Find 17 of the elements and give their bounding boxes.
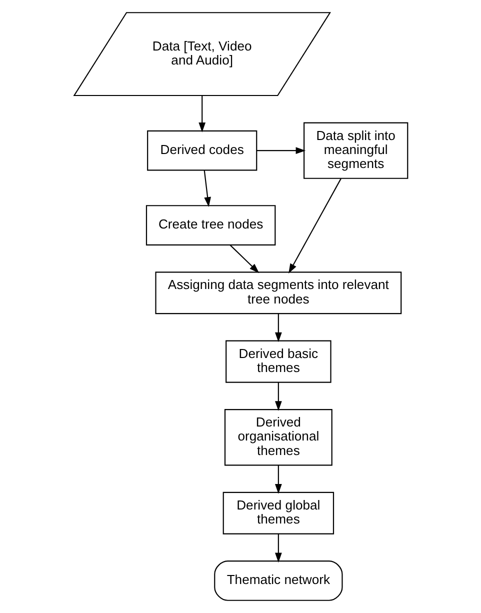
- arrow: [274, 382, 282, 411]
- node-box: Data split into meaningful segments: [303, 122, 408, 179]
- node-box: Derived basic themes: [225, 340, 331, 383]
- arrow: [274, 314, 282, 342]
- arrow: [198, 96, 206, 132]
- node-box: Derived organisational themes: [224, 409, 332, 466]
- node-box: Create tree nodes: [145, 205, 276, 246]
- node-box: Derived global themes: [222, 492, 334, 534]
- arrow: [288, 178, 341, 274]
- node-box: Assigning data segments into relevant tree nodes: [154, 272, 402, 314]
- arrow: [274, 465, 282, 494]
- node-box: Thematic network: [214, 560, 342, 601]
- arrow: [256, 147, 306, 154]
- arrow: [274, 534, 282, 563]
- node-box: Derived codes: [146, 130, 257, 171]
- arrow: [203, 170, 210, 207]
- arrow: [229, 244, 259, 274]
